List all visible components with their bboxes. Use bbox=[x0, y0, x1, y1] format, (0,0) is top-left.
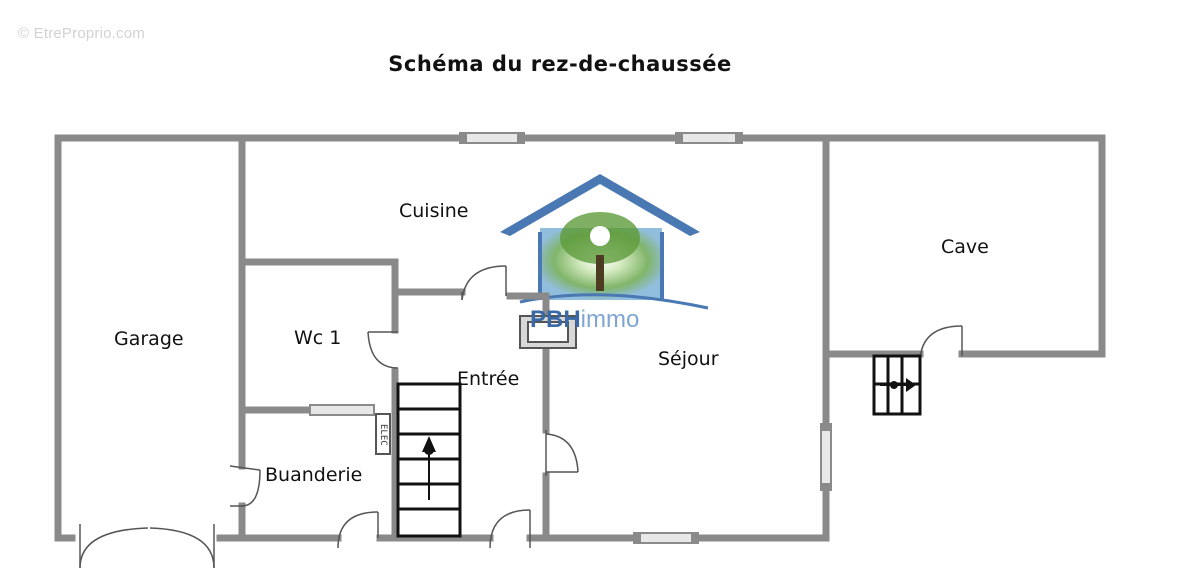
walls bbox=[54, 134, 1106, 542]
watermark: © EtreProprio.com bbox=[18, 25, 145, 42]
logo-text-pbh: PBH bbox=[530, 306, 581, 333]
stair-arrow-icon bbox=[422, 436, 436, 500]
room-label-buanderie: Buanderie bbox=[265, 464, 363, 486]
window-icon bbox=[309, 132, 832, 544]
room-label-cuisine: Cuisine bbox=[399, 200, 469, 222]
room-label-cave: Cave bbox=[941, 236, 989, 258]
logo-text-immo: immo bbox=[580, 306, 640, 333]
stair-arrow-icon bbox=[880, 378, 916, 392]
tree-logo-icon bbox=[500, 174, 709, 310]
room-label-entree: Entrée bbox=[457, 368, 520, 390]
room-label-sejour: Séjour bbox=[658, 348, 719, 370]
room-label-garage: Garage bbox=[114, 328, 184, 350]
elec-label: ELEC bbox=[378, 424, 388, 446]
logo-text: PBHimmo bbox=[530, 306, 639, 334]
page-title: Schéma du rez-de-chaussée bbox=[388, 52, 732, 76]
door-swing-icon bbox=[79, 265, 963, 569]
room-label-wc: Wc 1 bbox=[294, 327, 342, 349]
